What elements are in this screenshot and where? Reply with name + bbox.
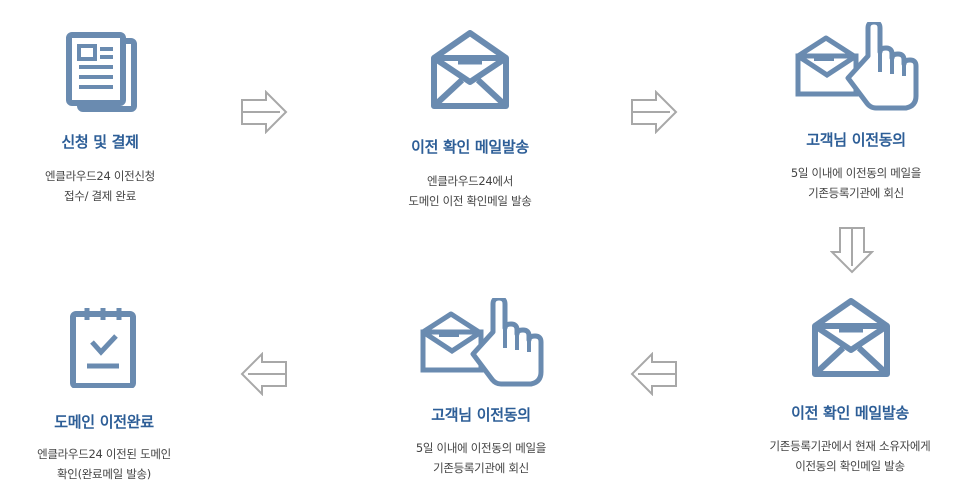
checklist-icon (70, 306, 136, 388)
arrow-left-icon (240, 352, 288, 396)
arrow-left-icon (630, 352, 678, 396)
step-3-title: 고객님 이전동의 (806, 131, 906, 149)
open-envelope-icon (811, 298, 891, 378)
step-5-title: 고객님 이전동의 (431, 406, 531, 424)
envelope-hand-icon (794, 22, 920, 112)
step-4-title: 이전 확인 메일발송 (791, 404, 909, 422)
arrow-down-icon (830, 226, 874, 274)
step-1-title: 신청 및 결제 (61, 133, 139, 151)
step-6-title: 도메인 이전완료 (54, 413, 154, 431)
step-2-title: 이전 확인 메일발송 (411, 138, 529, 156)
document-icon (66, 32, 138, 114)
envelope-hand-icon (419, 298, 545, 388)
arrow-right-icon (240, 90, 288, 134)
arrow-right-icon (630, 90, 678, 134)
open-envelope-icon (430, 30, 510, 110)
